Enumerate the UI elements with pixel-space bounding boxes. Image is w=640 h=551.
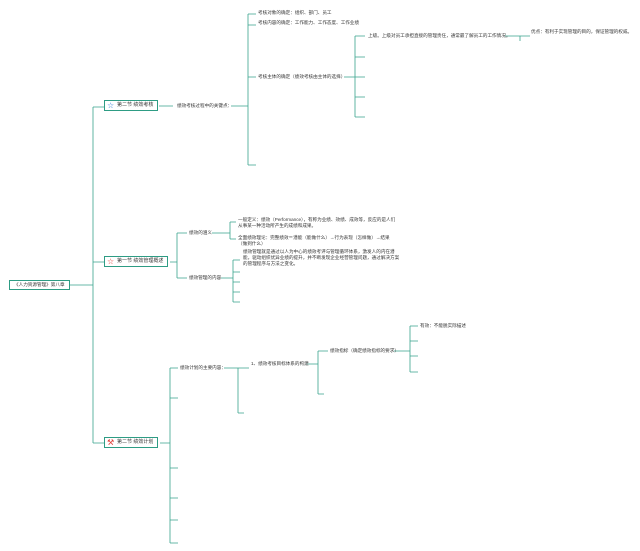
- jihua-main-content[interactable]: 绩效计划的主要内容：: [180, 365, 226, 370]
- connector-jihua: [160, 367, 178, 544]
- jihua-step1[interactable]: 1、绩效考核目标体系的构建: [251, 361, 309, 366]
- kaohe-merit[interactable]: 优点：有利于实现管理的目的，保证管理的权威。: [531, 29, 633, 34]
- gaishu-def2[interactable]: 全面绩效理论：完整绩效＝潜能（能做什么）→行为表现（怎样做）→结果（做到什么）: [238, 235, 390, 246]
- jihua-req1[interactable]: 有效：不能脱实际描述: [420, 323, 466, 328]
- section-node-kaohe[interactable]: ☆ 第二节 绩效考核: [104, 100, 159, 111]
- kaohe-item-subject[interactable]: 考核主体的确定（绩效考核由主体的选择）: [258, 74, 346, 79]
- gaishu-def1[interactable]: 一般定义：绩效（Performance），有称为业绩、效绩、成效等，反应的是人们…: [238, 217, 396, 228]
- section-node-gaishu[interactable]: ☆ 第一节 绩效管理概述: [104, 256, 169, 267]
- gaishu-content-text[interactable]: 绩效管理就是通过以人为中心的绩效考评与管理循环体系，激发人的内在潜能，驱动组织优…: [243, 249, 400, 266]
- tools-icon: ⚒: [107, 438, 115, 447]
- star-icon: ☆: [107, 101, 115, 110]
- connector-kaohe: [159, 13, 256, 166]
- section-label: 第二节 绩效计划: [117, 439, 154, 445]
- kaohe-item-object[interactable]: 考核对象的确定：组织、部门、员工: [258, 10, 332, 15]
- kaohe-superior[interactable]: 上级。上级对员工承担直接的管理责任，通常最了解员工的工作情况。: [368, 33, 511, 38]
- connector-superior: [505, 35, 530, 41]
- kaohe-item-content[interactable]: 考核内容的确定：工作能力、工作态度、工作业绩: [258, 20, 360, 25]
- connector-indicator: [394, 325, 418, 373]
- connector-main-content: [224, 367, 249, 414]
- section-label: 第二节 绩效考核: [117, 102, 154, 108]
- connector-meaning: [212, 221, 236, 240]
- connector-root-spine: [70, 106, 104, 444]
- connector-step1: [306, 350, 328, 395]
- connector-content: [221, 259, 240, 303]
- kaohe-key-points[interactable]: 绩效考核过程中的关键点：: [177, 103, 233, 108]
- gaishu-meaning[interactable]: 绩效的涵义: [189, 230, 212, 235]
- root-label: 《人力资源管理》第八章: [14, 282, 65, 287]
- gaishu-content[interactable]: 绩效管理的内容: [189, 275, 222, 280]
- section-label: 第一节 绩效管理概述: [117, 258, 164, 264]
- connector-gaishu: [170, 232, 187, 279]
- connector-zhuti: [344, 35, 365, 118]
- root-node[interactable]: 《人力资源管理》第八章: [9, 280, 70, 290]
- star-icon: ☆: [107, 257, 115, 266]
- section-node-jihua[interactable]: ⚒ 第二节 绩效计划: [104, 437, 159, 448]
- jihua-indicator[interactable]: 绩效指标（确定绩效指标的要求）: [330, 348, 399, 353]
